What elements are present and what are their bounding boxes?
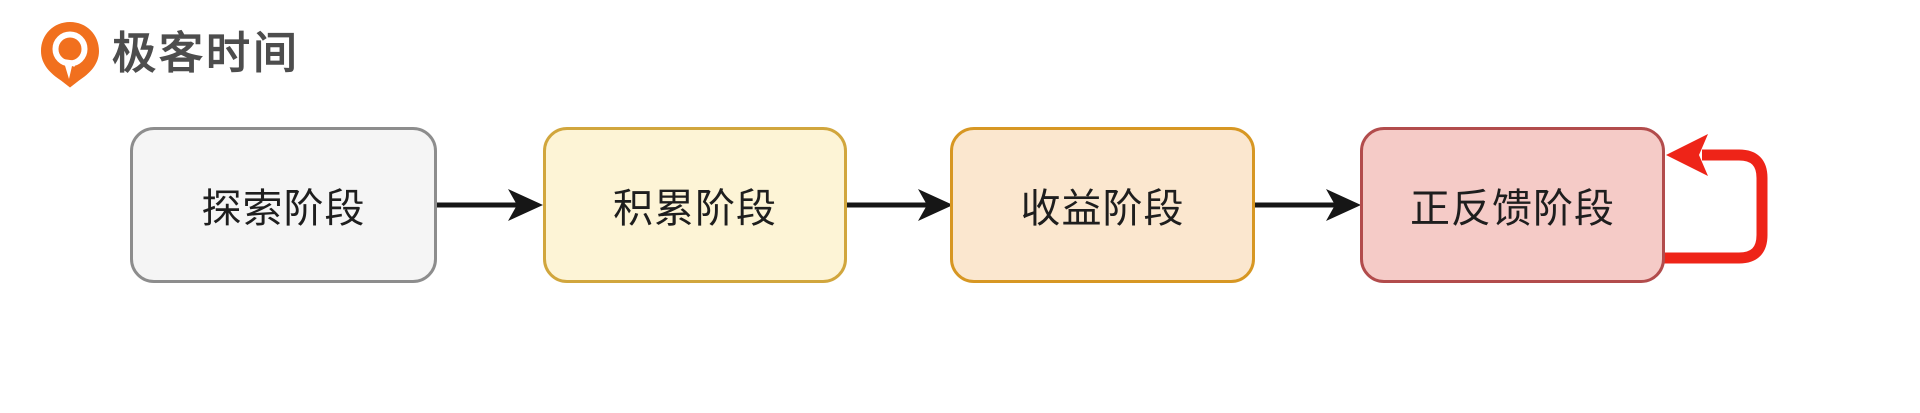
stage-box-explore: 探索阶段 bbox=[130, 127, 437, 283]
geektime-logo: 极客时间 bbox=[38, 20, 300, 88]
stage-label: 积累阶段 bbox=[613, 187, 777, 231]
flow-arrow-3 bbox=[1255, 189, 1361, 221]
flow-arrow-1 bbox=[437, 189, 543, 221]
feedback-loop-arrow bbox=[1663, 134, 1768, 264]
stage-box-benefit: 收益阶段 bbox=[950, 127, 1255, 283]
logo-text: 极客时间 bbox=[112, 29, 300, 78]
stage-label: 探索阶段 bbox=[201, 187, 366, 231]
stage-box-accumulate: 积累阶段 bbox=[543, 127, 847, 283]
flow-arrow-2 bbox=[847, 189, 953, 221]
stage-label: 收益阶段 bbox=[1020, 187, 1185, 231]
logo-pin-shape bbox=[41, 22, 99, 88]
geektime-logo-icon bbox=[41, 22, 99, 88]
stage-box-positive-feedback: 正反馈阶段 bbox=[1360, 127, 1665, 283]
stage-label: 正反馈阶段 bbox=[1410, 187, 1615, 231]
